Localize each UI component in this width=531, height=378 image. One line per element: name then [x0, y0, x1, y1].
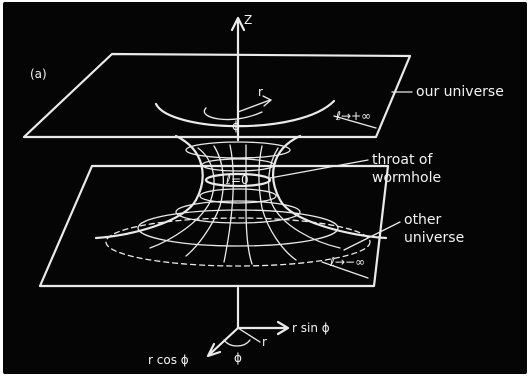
throat-ring-1: [186, 142, 290, 158]
top-phi-label: ϕ: [232, 119, 240, 133]
bottom-phi-label: ϕ: [234, 351, 242, 365]
other-universe-label-line1: other: [404, 212, 442, 228]
top-bowl-rim: [156, 101, 334, 126]
other-universe-pointer: [344, 222, 400, 250]
bottom-r-label: r: [262, 335, 267, 349]
l-plus-label: ℓ→+∞: [335, 109, 371, 123]
top-phi-arc: [204, 108, 262, 120]
throat-label-line2: wormhole: [372, 170, 441, 186]
throat-surface: [96, 136, 386, 266]
top-r-label: r: [258, 85, 263, 99]
l-zero-label: ℓ=0: [225, 173, 249, 187]
top-r-arrow: [238, 100, 270, 112]
r-sin-label: r sin ϕ: [292, 321, 330, 335]
throat-ring-5: [138, 210, 338, 246]
bottom-r-line: [238, 328, 260, 342]
other-universe-label-line2: universe: [404, 230, 464, 246]
l-minus-label: ℓ→−∞: [329, 255, 365, 269]
bottom-phi-arc: [224, 340, 250, 346]
our-universe-label: our universe: [416, 84, 504, 100]
r-cos-label: r cos ϕ: [148, 353, 189, 367]
panel-label: (a): [30, 67, 47, 81]
throat-pointer: [270, 160, 368, 178]
z-axis-label: Z: [244, 13, 252, 27]
